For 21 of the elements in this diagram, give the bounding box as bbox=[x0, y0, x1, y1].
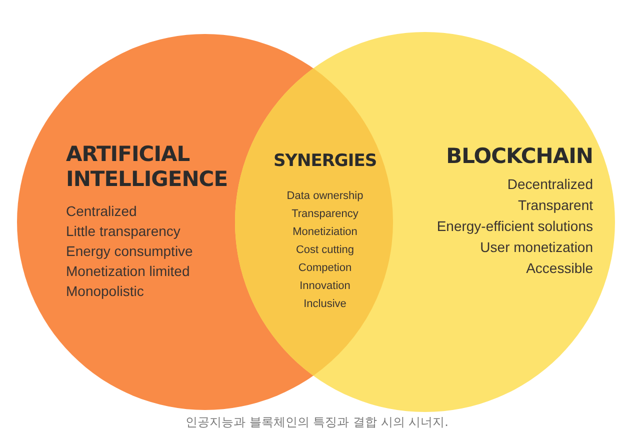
list-item: Innovation bbox=[300, 280, 350, 292]
heading: BLOCKCHAIN bbox=[445, 144, 593, 170]
caption: 인공지능과 블록체인의 특징과 결합 시의 시너지. bbox=[186, 415, 448, 429]
list-item: Monopolistic bbox=[66, 283, 144, 299]
list-item: Transparency bbox=[292, 208, 358, 220]
list-item: Accessible bbox=[526, 260, 593, 276]
list-item: Centralized bbox=[66, 203, 137, 219]
list-item: Inclusive bbox=[304, 298, 346, 310]
list-item: Transparent bbox=[518, 197, 593, 213]
list-item: Cost cutting bbox=[296, 244, 354, 256]
list-item: User monetization bbox=[480, 239, 593, 255]
list-item: Data ownership bbox=[286, 190, 364, 202]
heading: ARTIFICIAL INTELLIGENCE bbox=[66, 142, 229, 192]
list-item: Energy-efficient solutions bbox=[436, 218, 593, 234]
list-item: Little transparency bbox=[66, 223, 180, 239]
list-item: Monetization limited bbox=[66, 263, 190, 279]
list-item: Decentralized bbox=[507, 176, 593, 192]
list-item: Competion bbox=[298, 262, 352, 274]
list-item: Energy consumptive bbox=[66, 243, 193, 259]
list-item: Monetiziation bbox=[292, 226, 358, 238]
heading: SYNERGIES bbox=[272, 151, 378, 172]
